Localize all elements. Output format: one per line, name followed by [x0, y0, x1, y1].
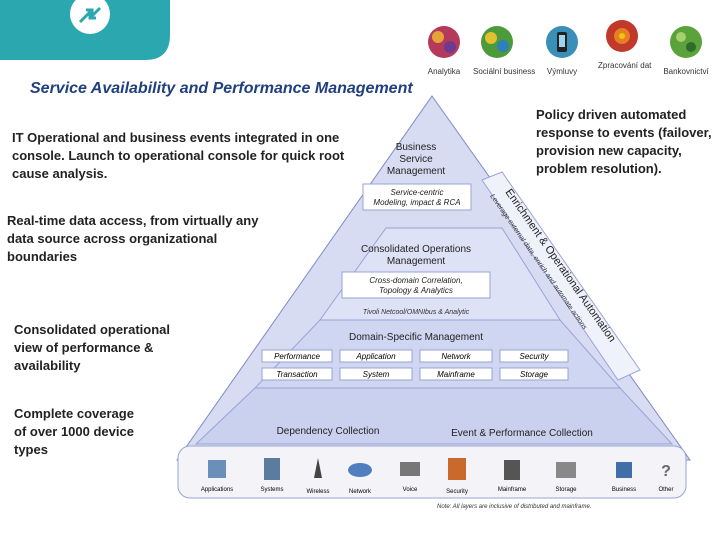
dsm-cell — [419, 349, 493, 363]
data-processing-icon — [606, 20, 638, 52]
storage-icon — [556, 462, 576, 478]
dep-left: Dependency Collection — [277, 426, 380, 437]
data-processing-item: Zpracování dat — [598, 16, 652, 70]
com-sub2: Topology & Analytics — [379, 286, 453, 295]
dsm-row2: Transaction System Mainframe Storage — [261, 367, 569, 381]
device-label: Applications — [201, 487, 233, 493]
dsm-cell-label: Application — [355, 352, 396, 361]
icon-label: Zpracování dat — [598, 61, 652, 70]
dep-right: Event & Performance Collection — [451, 428, 593, 439]
device-strip — [177, 445, 687, 499]
mobile-item: Výmluvy — [538, 22, 586, 76]
social-business-icon — [481, 26, 513, 58]
banking-icon — [670, 26, 702, 58]
business-icon — [616, 462, 632, 478]
device-label: Storage — [555, 487, 577, 493]
dsm-cell — [499, 367, 569, 381]
voice-icon — [400, 462, 420, 476]
bsm-line2: Service — [399, 154, 433, 165]
dsm-cell — [261, 349, 333, 363]
bsm-sub2: Modeling, impact & RCA — [373, 198, 460, 207]
note-it-operations: IT Operational and business events integ… — [12, 130, 345, 181]
dsm-cell-label: Performance — [274, 352, 320, 361]
dsm-cell — [339, 349, 413, 363]
icon-label: Výmluvy — [546, 67, 578, 76]
device-label: Voice — [403, 487, 418, 493]
analytics-icon — [428, 26, 460, 58]
dsm-cell-label: Storage — [520, 370, 549, 379]
applications-icon — [208, 460, 226, 478]
network-icon — [348, 463, 372, 477]
dsm-cell-label: Transaction — [276, 370, 318, 379]
social-business-item: Sociální business — [473, 22, 536, 76]
corner-logo — [0, 0, 170, 60]
device-label: Wireless — [306, 489, 329, 495]
note-consolidated-view: Consolidated operational view of perform… — [14, 322, 171, 373]
dep-band — [194, 387, 674, 445]
dsm-row1: Performance Application Network Security — [261, 349, 569, 363]
note-complete-coverage: Complete coverage of over 1000 device ty… — [14, 406, 134, 457]
other-icon: ? — [661, 463, 671, 480]
device-label: Mainframe — [498, 487, 527, 493]
device-icons: ? — [208, 458, 671, 480]
com-line1: Consolidated Operations — [361, 244, 471, 255]
dsm-cell-label: System — [363, 370, 390, 379]
dsm-cell — [499, 349, 569, 363]
dsm-cell — [339, 367, 413, 381]
dsm-cell — [419, 367, 493, 381]
mainframe-icon — [504, 460, 520, 480]
com-sub1: Cross-domain Correlation, — [369, 276, 462, 285]
bsm-line3: Management — [387, 166, 446, 177]
dsm-cell-label: Network — [441, 352, 471, 361]
note-policy-automation: Policy driven automated response to even… — [536, 107, 712, 176]
banking-item: Bankovnictví — [662, 22, 710, 76]
icon-label: Sociální business — [473, 67, 536, 76]
com-footer: Tivoli Netcool/OMNIbus & Analytic — [363, 309, 470, 316]
systems-icon — [264, 458, 280, 480]
dsm-cell-label: Mainframe — [437, 370, 475, 379]
device-label: Business — [612, 487, 636, 493]
wireless-icon — [314, 458, 322, 478]
dsm-cell-label: Security — [520, 352, 550, 361]
page-title: Service Availability and Performance Man… — [30, 80, 413, 97]
device-labels: Applications Systems Wireless Network Vo… — [201, 487, 674, 495]
analytics-item: Analytika — [420, 22, 468, 76]
dsm-title: Domain-Specific Management — [349, 332, 483, 343]
device-label: Other — [658, 487, 673, 493]
dsm-cell — [261, 367, 333, 381]
security-icon — [448, 458, 466, 480]
icon-label: Bankovnictví — [663, 67, 709, 76]
note-realtime-access: Real-time data access, from virtually an… — [7, 213, 259, 264]
device-label: Network — [349, 489, 372, 495]
icon-label: Analytika — [427, 67, 461, 76]
bsm-sub1: Service-centric — [391, 188, 444, 197]
enrichment-band — [481, 171, 641, 381]
device-label: Security — [446, 489, 468, 495]
com-box — [341, 271, 491, 299]
footnote: Note: All layers are inclusive of distri… — [437, 504, 592, 510]
bsm-line1: Business — [396, 142, 437, 153]
bsm-box — [362, 183, 472, 211]
com-line2: Management — [387, 256, 446, 267]
mobile-icon — [546, 26, 578, 58]
device-label: Systems — [260, 487, 283, 493]
